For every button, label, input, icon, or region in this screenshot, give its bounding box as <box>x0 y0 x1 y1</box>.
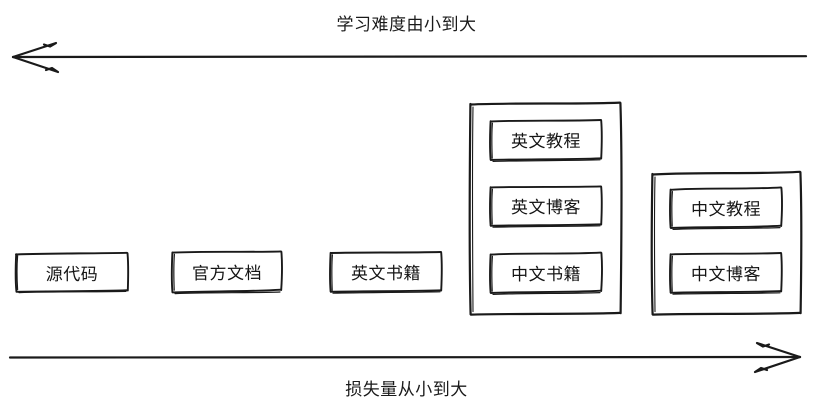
loss-arrow-icon <box>8 341 802 374</box>
node-english-tutorial[interactable]: 英文教程 <box>510 131 582 153</box>
node-source-code[interactable]: 源代码 <box>45 264 99 286</box>
bottom-axis-label: 损失量从小到大 <box>345 380 468 400</box>
node-english-books[interactable]: 英文书籍 <box>350 263 422 285</box>
node-chinese-tutorial[interactable]: 中文教程 <box>690 199 762 221</box>
node-chinese-books[interactable]: 中文书籍 <box>510 264 582 286</box>
node-official-docs[interactable]: 官方文档 <box>191 263 263 284</box>
node-english-blog[interactable]: 英文博客 <box>510 197 582 219</box>
node-chinese-blog[interactable]: 中文博客 <box>690 264 762 286</box>
top-axis-label: 学习难度由小到大 <box>336 15 477 35</box>
difficulty-arrow-icon <box>11 41 808 74</box>
